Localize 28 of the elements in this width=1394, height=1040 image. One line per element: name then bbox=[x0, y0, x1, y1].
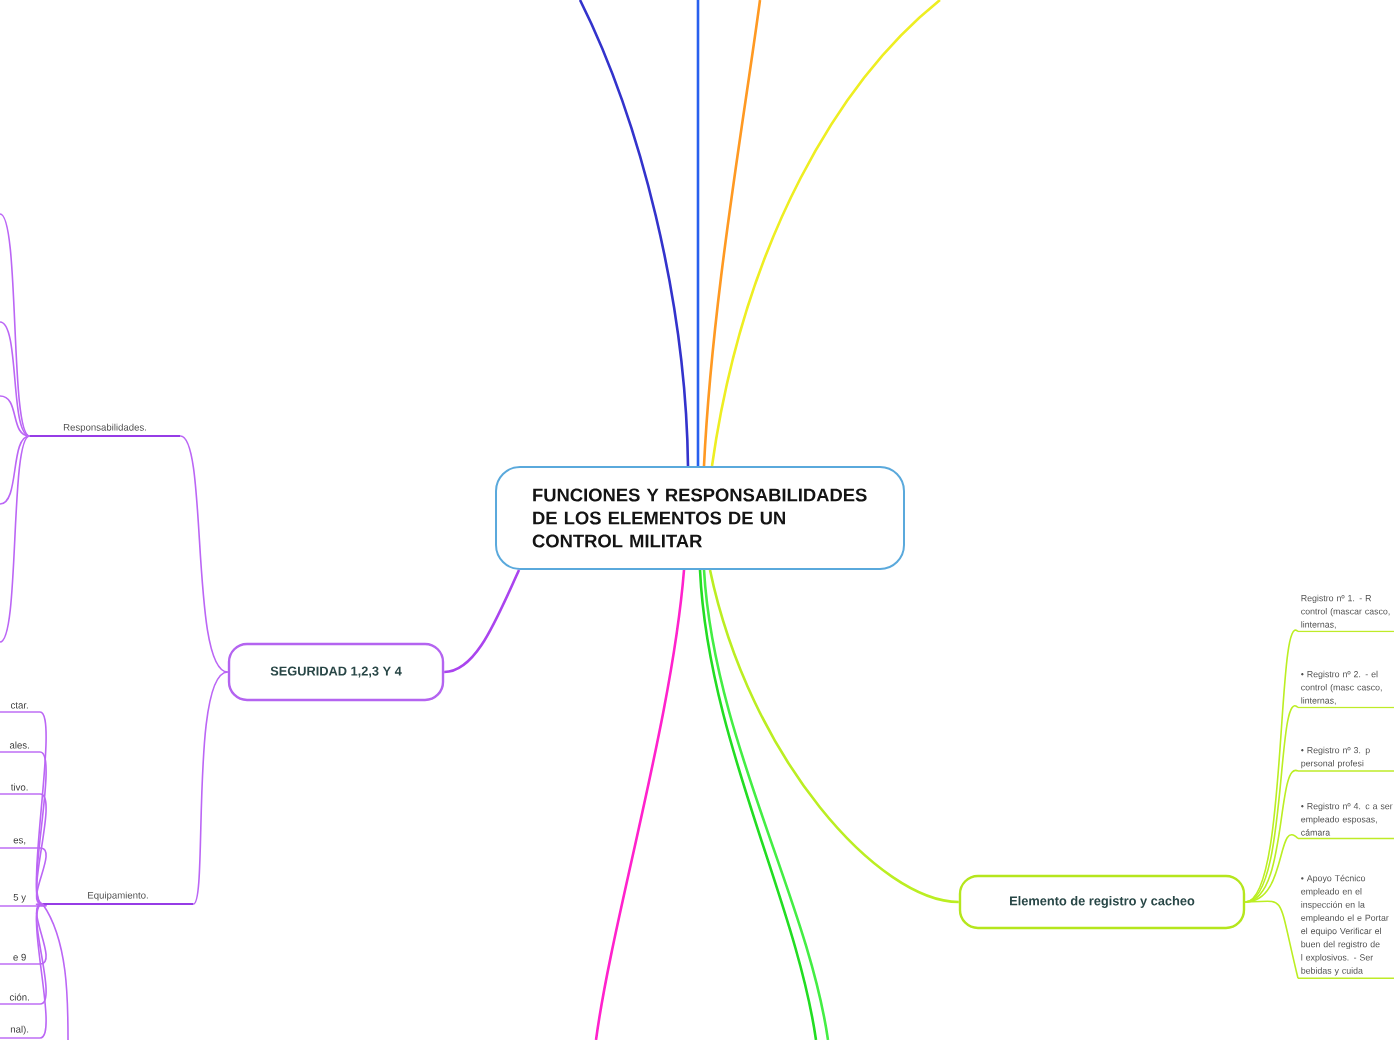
branch-line bbox=[35, 903, 47, 1005]
branch-line bbox=[578, 0, 690, 467]
branch-line bbox=[35, 751, 47, 905]
branch-line bbox=[0, 395, 31, 437]
branch-line bbox=[41, 903, 69, 1040]
branch-line bbox=[35, 903, 47, 907]
branch-line bbox=[0, 435, 31, 505]
branch-line bbox=[594, 569, 686, 1040]
branch-line bbox=[708, 569, 959, 904]
branch-line bbox=[35, 903, 47, 965]
branch-line bbox=[192, 671, 229, 905]
branch-line bbox=[35, 903, 47, 1039]
branch-line bbox=[696, 0, 700, 466]
branch-line bbox=[0, 435, 31, 643]
branch-line bbox=[35, 793, 47, 905]
branch-line bbox=[35, 847, 47, 905]
branch-line bbox=[710, 0, 941, 467]
branch-line bbox=[1244, 900, 1299, 980]
branch-line bbox=[444, 569, 521, 674]
branch-line bbox=[0, 213, 31, 437]
branch-line bbox=[0, 321, 31, 437]
branch-line bbox=[1244, 770, 1299, 903]
branch-line bbox=[702, 0, 762, 467]
branch-line bbox=[179, 435, 229, 673]
branch-line bbox=[1244, 630, 1299, 903]
central-topic-box: FUNCIONES Y RESPONSABILIDADES DE LOS ELEMENTOS DE UN CONTROL MILITAR bbox=[495, 466, 905, 570]
branch-line bbox=[1244, 705, 1299, 903]
branch-line bbox=[35, 711, 47, 905]
